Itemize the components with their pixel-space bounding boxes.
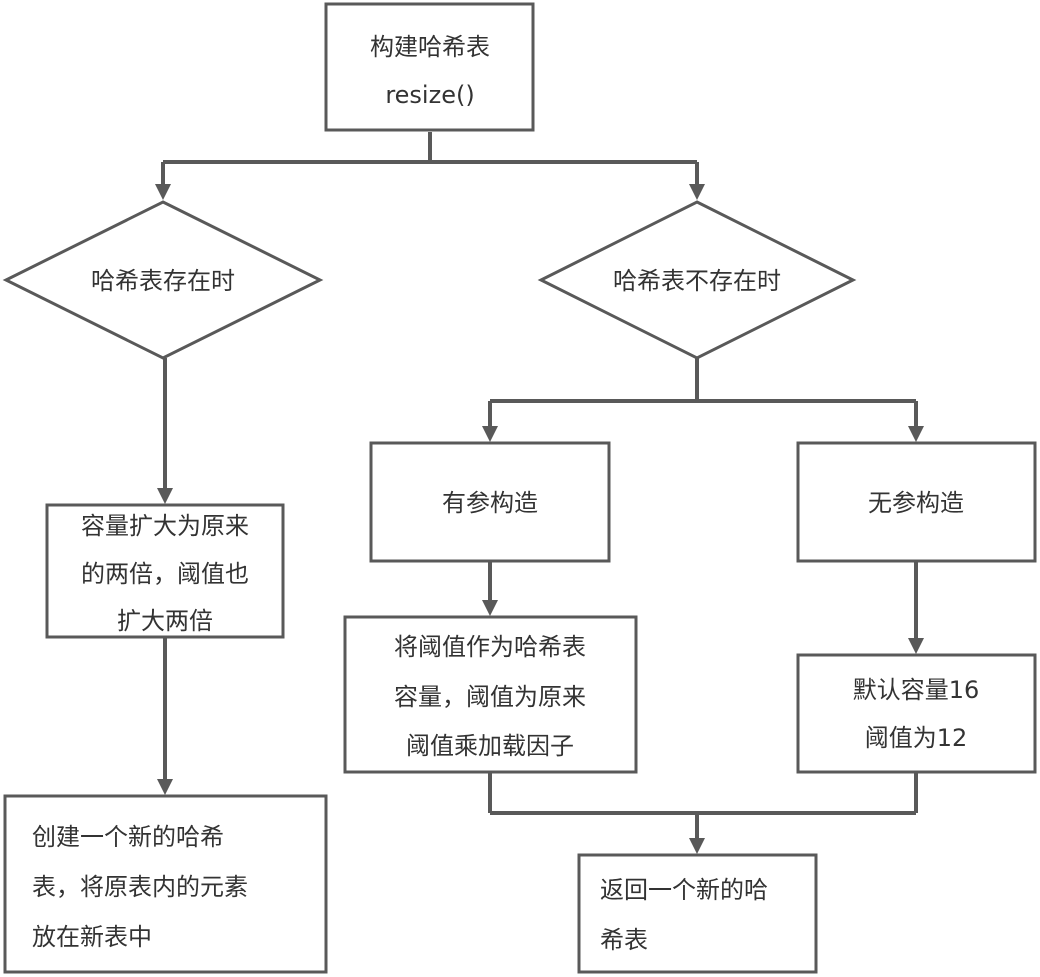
node-default-capacity-line1: 默认容量16 bbox=[853, 676, 980, 704]
node-start-line1: 构建哈希表 bbox=[370, 33, 490, 61]
node-default-capacity-box bbox=[796, 653, 1037, 774]
node-expand-line2: 的两倍，阈值也 bbox=[81, 560, 249, 588]
node-with-params-label: 有参构造 bbox=[442, 489, 538, 517]
connectors bbox=[155, 132, 924, 854]
node-create-new-line1: 创建一个新的哈希 bbox=[32, 823, 224, 851]
node-threshold-capacity-line3: 阈值乘加载因子 bbox=[406, 732, 574, 760]
arrowhead bbox=[482, 600, 498, 616]
node-default-capacity-line2: 阈值为12 bbox=[865, 724, 968, 752]
node-expand-line1: 容量扩大为原来 bbox=[81, 512, 249, 540]
node-create-new-box bbox=[3, 794, 328, 974]
node-expand-line3: 扩大两倍 bbox=[117, 607, 213, 635]
arrowhead bbox=[482, 426, 498, 442]
node-threshold-capacity: 将阈值作为哈希表 容量，阈值为原来 阈值乘加载因子 bbox=[343, 615, 638, 774]
node-with-params: 有参构造 bbox=[369, 441, 611, 563]
decision-exists: 哈希表存在时 bbox=[2, 200, 324, 360]
node-create-new: 创建一个新的哈希 表，将原表内的元素 放在新表中 bbox=[3, 794, 328, 974]
node-start-box bbox=[324, 2, 535, 132]
node-with-params-box bbox=[369, 441, 611, 563]
decision-not-exists-shape bbox=[537, 200, 857, 360]
arrowhead bbox=[157, 488, 173, 504]
node-threshold-capacity-box bbox=[343, 615, 638, 774]
node-start-line2: resize() bbox=[385, 81, 474, 109]
node-expand: 容量扩大为原来 的两倍，阈值也 扩大两倍 bbox=[45, 503, 285, 639]
node-threshold-capacity-line1: 将阈值作为哈希表 bbox=[394, 633, 586, 661]
decision-exists-label: 哈希表存在时 bbox=[91, 267, 235, 295]
arrowhead bbox=[689, 184, 705, 200]
node-create-new-line3: 放在新表中 bbox=[32, 923, 152, 951]
arrowhead bbox=[155, 184, 171, 200]
arrowhead bbox=[908, 638, 924, 654]
node-expand-box bbox=[45, 503, 285, 639]
node-no-params-box bbox=[796, 441, 1037, 563]
node-threshold-capacity-line2: 容量，阈值为原来 bbox=[394, 683, 586, 711]
node-return-new-line2: 希表 bbox=[600, 926, 648, 954]
node-start: 构建哈希表 resize() bbox=[324, 2, 535, 132]
decision-not-exists: 哈希表不存在时 bbox=[537, 200, 857, 360]
node-default-capacity: 默认容量16 阈值为12 bbox=[796, 653, 1037, 774]
arrowhead bbox=[689, 838, 705, 854]
decision-exists-shape bbox=[2, 200, 324, 360]
arrowhead bbox=[908, 426, 924, 442]
node-no-params: 无参构造 bbox=[796, 441, 1037, 563]
node-return-new: 返回一个新的哈 希表 bbox=[577, 853, 818, 974]
arrowhead bbox=[157, 779, 173, 795]
decision-not-exists-label: 哈希表不存在时 bbox=[613, 267, 781, 295]
node-no-params-label: 无参构造 bbox=[868, 489, 964, 517]
node-return-new-box bbox=[577, 853, 818, 974]
node-create-new-line2: 表，将原表内的元素 bbox=[32, 873, 248, 901]
node-return-new-line1: 返回一个新的哈 bbox=[600, 876, 768, 904]
